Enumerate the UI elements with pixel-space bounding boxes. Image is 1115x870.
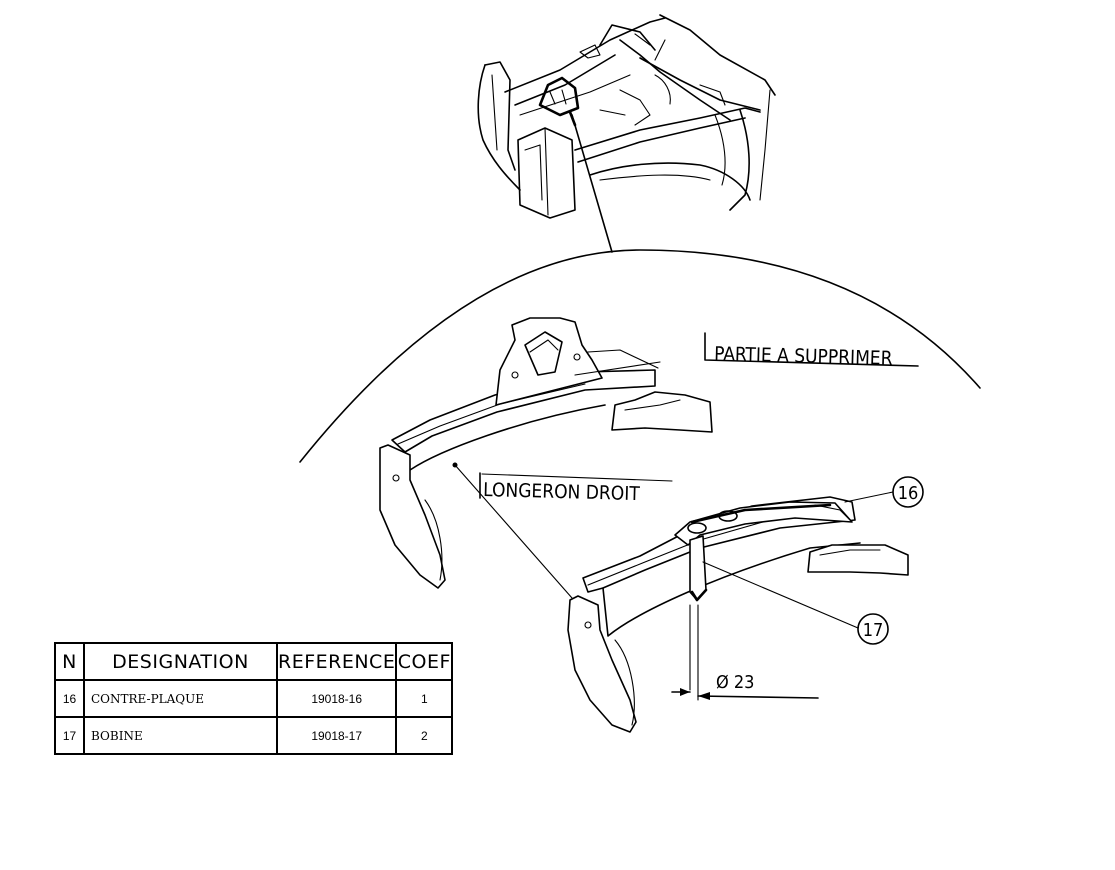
header-coef: COEF: [395, 642, 454, 681]
header-n: N: [54, 642, 85, 681]
label-partie-a-supprimer: PARTIE A SUPPRIMER: [714, 343, 893, 370]
row-reference: 19018-16: [275, 679, 398, 718]
label-longeron-droit: LONGERON DROIT: [483, 479, 641, 505]
row-designation: BOBINE: [83, 716, 278, 755]
row-designation: CONTRE-PLAQUE: [83, 679, 278, 718]
row-n: 17: [54, 716, 85, 755]
header-designation: DESIGNATION: [83, 642, 278, 681]
longeron-lower: [567, 491, 909, 733]
header-reference: REFERENCE: [275, 642, 398, 681]
row-reference: 19018-17: [275, 716, 398, 755]
parts-table: N DESIGNATION REFERENCE COEF 16 CONTRE-P…: [54, 642, 454, 755]
table-row: 16 CONTRE-PLAQUE 19018-16 1: [54, 679, 454, 718]
engine-bay-sketch: [477, 14, 776, 253]
row-n: 16: [54, 679, 85, 718]
row-coef: 1: [395, 679, 454, 718]
row-coef: 2: [395, 716, 454, 755]
callout-16-label: 16: [898, 483, 919, 504]
callout-16: 16: [892, 476, 924, 508]
callout-17-label: 17: [863, 620, 884, 641]
diameter-label: Ø 23: [716, 672, 755, 693]
table-row: 17 BOBINE 19018-17 2: [54, 716, 454, 755]
callout-17: 17: [857, 613, 889, 645]
table-header-row: N DESIGNATION REFERENCE COEF: [54, 642, 454, 681]
detail-arc: [299, 249, 981, 463]
longeron-upper: [379, 317, 919, 599]
